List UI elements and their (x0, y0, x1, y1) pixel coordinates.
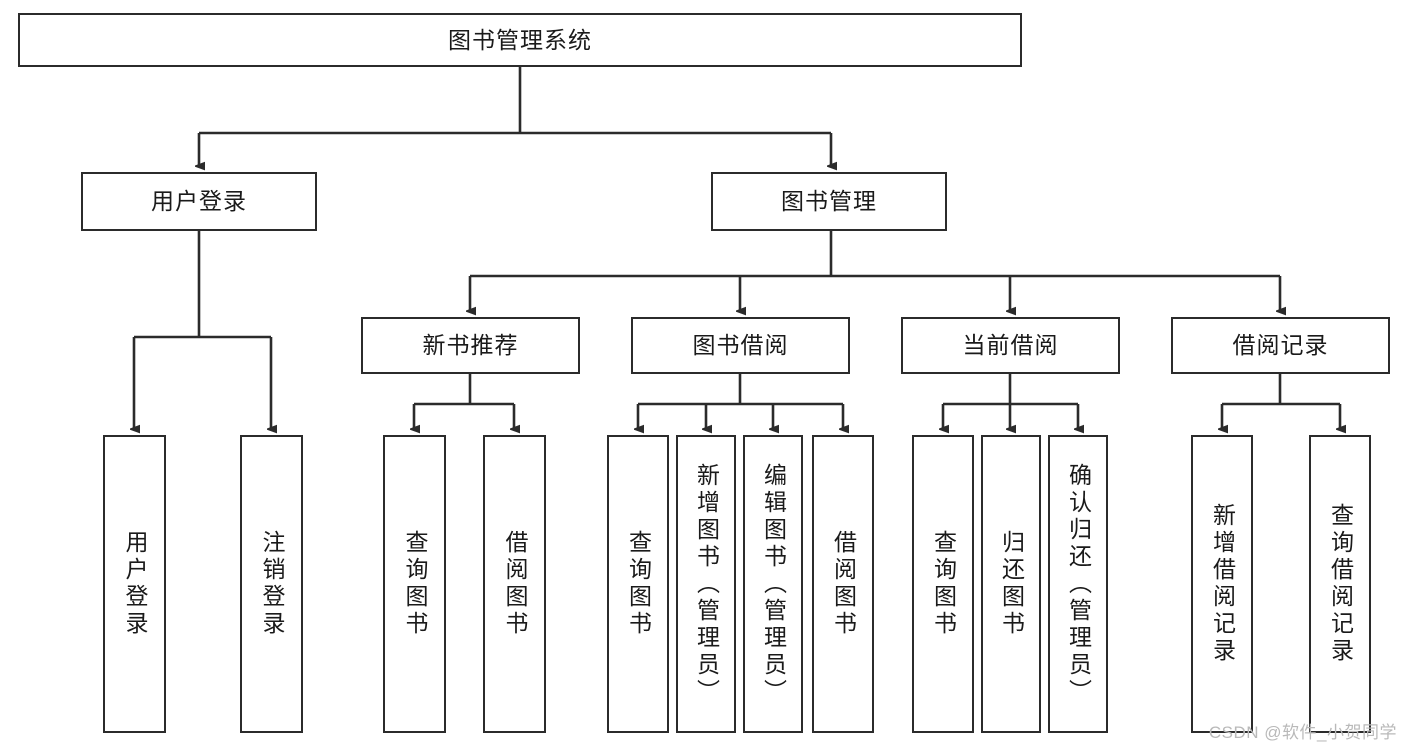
node-book-manage[interactable]: 图书管理 (711, 172, 947, 231)
leaf-logout-label: 注销登录 (259, 530, 285, 638)
leaf-borrow-book-borrow[interactable]: 借阅图书 (812, 435, 874, 733)
leaf-logout[interactable]: 注销登录 (240, 435, 303, 733)
node-borrow-record[interactable]: 借阅记录 (1171, 317, 1390, 374)
leaf-query-book-recommend[interactable]: 查询图书 (383, 435, 446, 733)
leaf-confirm-return-admin[interactable]: 确认归还（管理员） (1048, 435, 1108, 733)
node-current-borrow-label: 当前借阅 (962, 332, 1059, 358)
leaf-add-borrow-record-label: 新增借阅记录 (1209, 503, 1236, 665)
node-borrow-record-label: 借阅记录 (1232, 332, 1329, 358)
leaf-borrow-book-recommend[interactable]: 借阅图书 (483, 435, 546, 733)
leaf-borrow-book-borrow-label: 借阅图书 (830, 530, 857, 638)
node-book-borrow[interactable]: 图书借阅 (631, 317, 850, 374)
leaf-edit-book-admin[interactable]: 编辑图书（管理员） (743, 435, 803, 733)
leaf-add-book-admin[interactable]: 新增图书（管理员） (676, 435, 736, 733)
leaf-query-book-borrow[interactable]: 查询图书 (607, 435, 669, 733)
leaf-add-borrow-record[interactable]: 新增借阅记录 (1191, 435, 1253, 733)
node-user-login-label: 用户登录 (151, 188, 247, 214)
node-current-borrow[interactable]: 当前借阅 (901, 317, 1120, 374)
node-root[interactable]: 图书管理系统 (18, 13, 1022, 67)
leaf-edit-book-admin-label: 编辑图书（管理员） (760, 462, 787, 706)
leaf-query-book-recommend-label: 查询图书 (402, 530, 428, 638)
leaf-confirm-return-admin-label: 确认归还（管理员） (1065, 462, 1092, 706)
leaf-query-borrow-record[interactable]: 查询借阅记录 (1309, 435, 1371, 733)
watermark: CSDN @软件_小贺同学 (1208, 723, 1397, 742)
leaf-borrow-book-recommend-label: 借阅图书 (502, 530, 528, 638)
node-book-borrow-label: 图书借阅 (692, 332, 789, 358)
leaf-return-book-label: 归还图书 (998, 530, 1025, 638)
leaf-query-book-borrow-label: 查询图书 (625, 530, 652, 638)
leaf-query-book-current[interactable]: 查询图书 (912, 435, 974, 733)
leaf-query-book-current-label: 查询图书 (930, 530, 957, 638)
node-book-manage-label: 图书管理 (781, 188, 877, 214)
leaf-return-book[interactable]: 归还图书 (981, 435, 1041, 733)
leaf-user-login[interactable]: 用户登录 (103, 435, 166, 733)
leaf-query-borrow-record-label: 查询借阅记录 (1327, 503, 1354, 665)
node-user-login[interactable]: 用户登录 (81, 172, 317, 231)
node-root-label: 图书管理系统 (448, 26, 592, 53)
node-new-book-recommend[interactable]: 新书推荐 (361, 317, 580, 374)
leaf-add-book-admin-label: 新增图书（管理员） (693, 462, 720, 706)
leaf-user-login-label: 用户登录 (122, 530, 148, 638)
node-new-book-recommend-label: 新书推荐 (422, 332, 519, 358)
